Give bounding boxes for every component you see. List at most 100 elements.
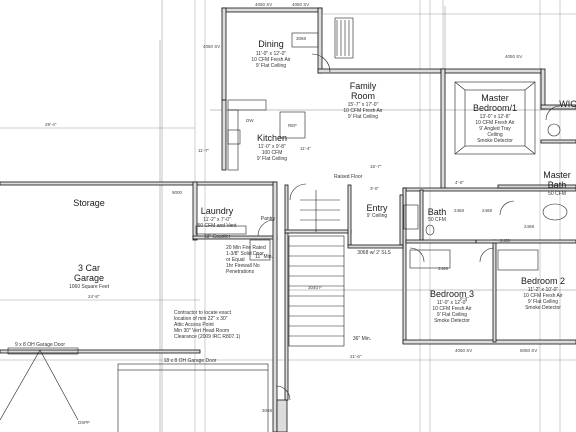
svg-text:or Equal: or Equal [226, 257, 245, 263]
svg-text:10 CFM Fresh Air: 10 CFM Fresh Air [251, 57, 291, 63]
svg-text:Family: Family [350, 81, 377, 91]
svg-text:21'-6": 21'-6" [350, 354, 362, 359]
room-storage: Storage [73, 198, 105, 208]
svg-text:13'-0" x 12'-8": 13'-0" x 12'-8" [480, 114, 511, 120]
interior-details [0, 17, 568, 432]
garage-door-right-label: 18 x 8 OH Garage Door [164, 358, 217, 364]
svg-text:29'-4": 29'-4" [45, 122, 57, 127]
svg-text:11'-2" x 7'-0": 11'-2" x 7'-0" [203, 217, 231, 223]
svg-text:DSPF: DSPF [78, 420, 90, 425]
svg-text:11'-0" x 12'-0": 11'-0" x 12'-0" [437, 300, 468, 306]
svg-text:100 CFM: 100 CFM [262, 150, 283, 156]
sls-door-label: 3068 w/ 2' SLS [357, 250, 391, 256]
svg-text:Bath: Bath [548, 180, 567, 190]
svg-text:24'-8": 24'-8" [88, 294, 100, 299]
svg-text:4050 SV: 4050 SV [203, 44, 220, 49]
svg-text:1-3/8" Solid Door: 1-3/8" Solid Door [226, 251, 264, 257]
svg-text:5050 SV: 5050 SV [520, 348, 537, 353]
svg-text:3'-0": 3'-0" [370, 186, 379, 191]
svg-text:Kitchen: Kitchen [257, 133, 287, 143]
fire-rating-note: 20 Min Fire Rated 1-3/8" Solid Door or E… [226, 245, 266, 275]
room-bedroom-3: Bedroom 3 11'-0" x 12'-0" 10 CFM Fresh A… [430, 289, 474, 324]
room-wic: WIC [559, 99, 576, 109]
svg-text:9' Flat Ceiling: 9' Flat Ceiling [256, 63, 286, 69]
min-11-label: 11" Min. [255, 254, 273, 260]
svg-text:1060 Square Feet: 1060 Square Feet [69, 284, 110, 290]
svg-text:location of min 22" x 30": location of min 22" x 30" [174, 316, 228, 322]
svg-text:Smoke Detector: Smoke Detector [434, 318, 470, 324]
svg-text:50 CFM and Vent: 50 CFM and Vent [198, 223, 238, 229]
room-master-bedroom: Master Bedroom/1 13'-0" x 12'-8" 10 CFM … [473, 93, 517, 144]
svg-text:2468: 2468 [438, 266, 449, 271]
svg-text:Penetrations: Penetrations [226, 269, 255, 275]
raised-floor-note: Raised Floor [334, 174, 363, 180]
room-bath: Bath 50 CFM [428, 207, 447, 223]
room-master-bath: Master Bath 50 CFM [543, 170, 571, 197]
min-36-label: 36" Min. [353, 336, 371, 342]
svg-text:9' Flat Ceiling: 9' Flat Ceiling [348, 114, 378, 120]
walls [0, 7, 576, 432]
svg-text:9000: 9000 [172, 190, 183, 195]
staircase [288, 190, 345, 347]
svg-text:9' Angled Tray: 9' Angled Tray [479, 126, 511, 132]
svg-text:18" Counter: 18" Counter [204, 234, 231, 240]
svg-text:Master: Master [543, 170, 571, 180]
svg-text:Smoke Detector: Smoke Detector [525, 305, 561, 311]
svg-text:4'-0": 4'-0" [455, 180, 464, 185]
svg-text:2468: 2468 [524, 224, 535, 229]
svg-text:Smoke Detector: Smoke Detector [477, 138, 513, 144]
garage-doors [0, 347, 269, 432]
svg-text:Entry: Entry [366, 203, 388, 213]
svg-text:Attic Access Point: Attic Access Point [174, 322, 214, 328]
svg-text:15'-7" x 17'-0": 15'-7" x 17'-0" [348, 102, 379, 108]
svg-text:20 Min Fire Rated: 20 Min Fire Rated [226, 245, 266, 251]
pantry-label: Pantry [261, 216, 276, 222]
svg-text:10 CFM Fresh Air: 10 CFM Fresh Air [523, 293, 563, 299]
svg-text:Master: Master [481, 93, 509, 103]
svg-text:11'-2" x 10'-0": 11'-2" x 10'-0" [528, 287, 559, 293]
svg-text:Laundry: Laundry [201, 206, 234, 216]
svg-text:Dining: Dining [258, 39, 284, 49]
svg-text:Storage: Storage [73, 198, 105, 208]
svg-text:Bedroom 2: Bedroom 2 [521, 276, 565, 286]
room-bedroom-2: Bedroom 2 11'-2" x 10'-0" 10 CFM Fresh A… [521, 276, 565, 311]
svg-text:15'-7": 15'-7" [370, 164, 382, 169]
svg-text:11'-0" x 9'-8": 11'-0" x 9'-8" [258, 144, 286, 150]
svg-text:WIC: WIC [559, 99, 576, 109]
room-garage: 3 Car Garage 1060 Square Feet [69, 263, 110, 290]
svg-text:50 CFM: 50 CFM [428, 217, 446, 223]
room-entry: Entry 9' Ceiling [366, 203, 388, 219]
svg-text:Bedroom/1: Bedroom/1 [473, 103, 517, 113]
svg-text:50 CFM: 50 CFM [548, 191, 566, 197]
svg-text:1hr Firewall No: 1hr Firewall No [226, 263, 260, 269]
svg-text:11'-7": 11'-7" [198, 148, 210, 153]
room-laundry: Laundry 11'-2" x 7'-0" 50 CFM and Vent 1… [198, 206, 238, 240]
room-kitchen: Kitchen 11'-0" x 9'-8" 100 CFM 9' Flat C… [257, 133, 287, 162]
opening-tags: 4050 SV 4050 SV 4050 SV 4050 SV 4050 SV … [78, 2, 537, 425]
svg-text:Garage: Garage [74, 273, 104, 283]
svg-text:4050 SV: 4050 SV [505, 54, 522, 59]
svg-text:2468: 2468 [454, 208, 465, 213]
svg-text:9' Flat Ceiling: 9' Flat Ceiling [437, 312, 467, 318]
svg-text:9'-4": 9'-4" [460, 296, 469, 301]
svg-text:11'-0" x 12'-0": 11'-0" x 12'-0" [256, 51, 287, 57]
dimension-labels: 29'-4" 11'-7" 15'-7" 24'-8" 4'-0" 3'-0" … [45, 122, 469, 359]
svg-text:Clearance (2009 IRC R807.1): Clearance (2009 IRC R807.1) [174, 334, 240, 340]
svg-text:10 CFM Fresh Air: 10 CFM Fresh Air [343, 108, 383, 114]
svg-text:3068: 3068 [262, 408, 273, 413]
svg-text:4050 SV: 4050 SV [292, 2, 309, 7]
svg-text:Contractor to locate exact: Contractor to locate exact [174, 310, 232, 316]
room-dining: Dining 11'-0" x 12'-0" 10 CFM Fresh Air … [251, 39, 291, 69]
svg-text:3040 F: 3040 F [308, 285, 322, 290]
svg-text:Min 30" Vert Head Room: Min 30" Vert Head Room [174, 328, 229, 334]
svg-text:11'-4": 11'-4" [300, 146, 312, 151]
svg-text:REF: REF [288, 123, 297, 128]
svg-text:2468: 2468 [500, 238, 511, 243]
svg-text:4050 SV: 4050 SV [255, 2, 272, 7]
svg-text:9' Flat Ceiling: 9' Flat Ceiling [528, 299, 558, 305]
attic-access-note: Contractor to locate exact location of m… [174, 310, 240, 340]
svg-text:Room: Room [351, 91, 375, 101]
svg-text:3 Car: 3 Car [78, 263, 100, 273]
svg-text:2468: 2468 [482, 208, 493, 213]
svg-text:10 CFM Fresh Air: 10 CFM Fresh Air [475, 120, 515, 126]
